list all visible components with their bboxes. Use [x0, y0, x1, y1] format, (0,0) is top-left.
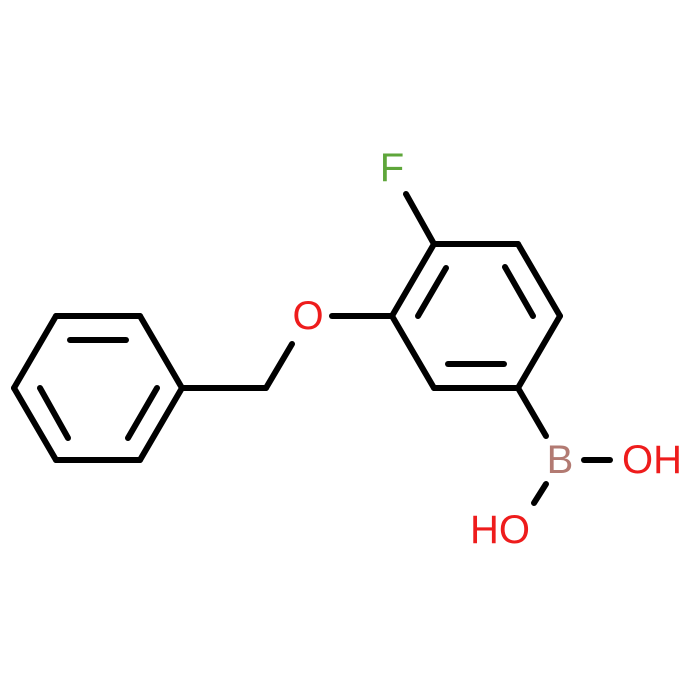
bond: [137, 313, 185, 391]
benzyl-ether-linker: [179, 313, 395, 391]
double-bond-inner: [415, 265, 449, 319]
bond: [515, 313, 563, 391]
double-bond-inner: [502, 264, 536, 319]
bond-b-oh: [531, 481, 549, 506]
double-bond-inner: [37, 385, 71, 441]
boronic-acid-bonds: [515, 385, 613, 506]
bond: [11, 313, 59, 391]
atom-hydroxyl-right: OH: [622, 438, 682, 482]
bond: [389, 313, 437, 391]
bond-c-f: [403, 191, 437, 247]
atom-fluorine: F: [380, 146, 404, 190]
atom-boron: B: [547, 438, 574, 482]
bond: [389, 241, 437, 319]
atom-ether-oxygen: O: [292, 294, 323, 338]
bond: [515, 241, 563, 319]
bond-c-b: [515, 385, 549, 439]
benzyl-ring: [11, 313, 185, 463]
central-ring: [389, 241, 563, 391]
bond: [263, 341, 295, 391]
bond: [137, 385, 185, 463]
double-bond-inner: [125, 385, 160, 441]
bond: [11, 385, 59, 463]
atom-hydroxyl-left: HO: [470, 508, 530, 552]
